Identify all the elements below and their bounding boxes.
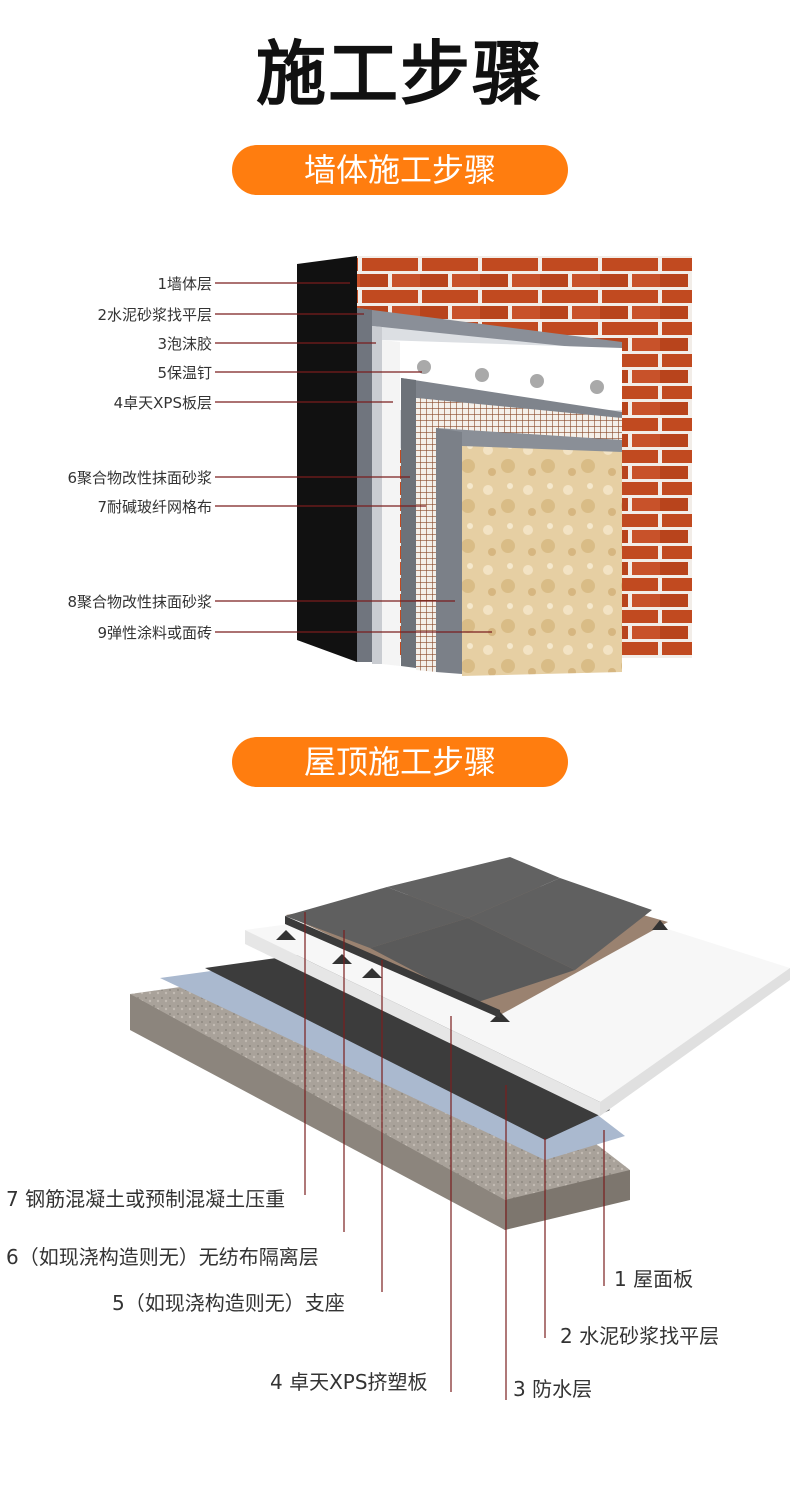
roof-layer-label: 7 钢筋混凝土或预制混凝土压重 <box>6 1187 286 1211</box>
waterproof-layer <box>205 940 610 1140</box>
wall-layer-label: 2水泥砂浆找平层 <box>97 306 212 324</box>
wall-layer-label: 7耐碱玻纤网格布 <box>97 498 212 516</box>
roof-layer-label: 6（如现浇构造则无）无纺布隔离层 <box>6 1245 319 1269</box>
wall-leader-lines <box>215 282 492 633</box>
insulation-nail <box>475 368 489 382</box>
concrete-paver <box>387 857 560 918</box>
wall-diagram <box>215 256 692 676</box>
wall-layer-label: 5保温钉 <box>157 364 212 382</box>
concrete-paver <box>468 878 652 970</box>
roof-layer-label: 2 水泥砂浆找平层 <box>560 1324 720 1348</box>
roof-slab-top <box>130 962 630 1230</box>
wall-layer-label: 4卓天XPS板层 <box>113 394 212 412</box>
supports <box>276 920 668 1022</box>
wall-layer-label: 3泡沫胶 <box>157 335 212 353</box>
roof-diagram <box>130 857 790 1400</box>
insulation-nail <box>417 360 431 374</box>
wall-section-label: 墙体施工步骤 <box>232 145 568 195</box>
wall-layer-label: 1墙体层 <box>157 275 212 293</box>
roof-layer-label: 1 屋面板 <box>614 1267 694 1291</box>
concrete-paver <box>285 887 468 948</box>
stone-finish <box>462 446 622 676</box>
wall-layer-label: 6聚合物改性抹面砂浆 <box>67 469 212 487</box>
concrete-paver <box>370 918 575 1003</box>
roof-layer-label: 3 防水层 <box>513 1377 593 1401</box>
wall-layer-label: 8聚合物改性抹面砂浆 <box>67 593 212 611</box>
insulation-nail <box>590 380 604 394</box>
wall-layer-label: 9弹性涂料或面砖 <box>97 624 212 642</box>
roof-layer-label: 5（如现浇构造则无）支座 <box>112 1291 345 1315</box>
roof-layer-label: 4 卓天XPS挤塑板 <box>270 1370 428 1394</box>
page-title: 施工步骤 <box>256 33 544 115</box>
roof-section-label: 屋顶施工步骤 <box>232 737 568 787</box>
roof-leader-lines <box>304 912 605 1400</box>
insulation-nail <box>530 374 544 388</box>
wall-side <box>297 256 357 662</box>
